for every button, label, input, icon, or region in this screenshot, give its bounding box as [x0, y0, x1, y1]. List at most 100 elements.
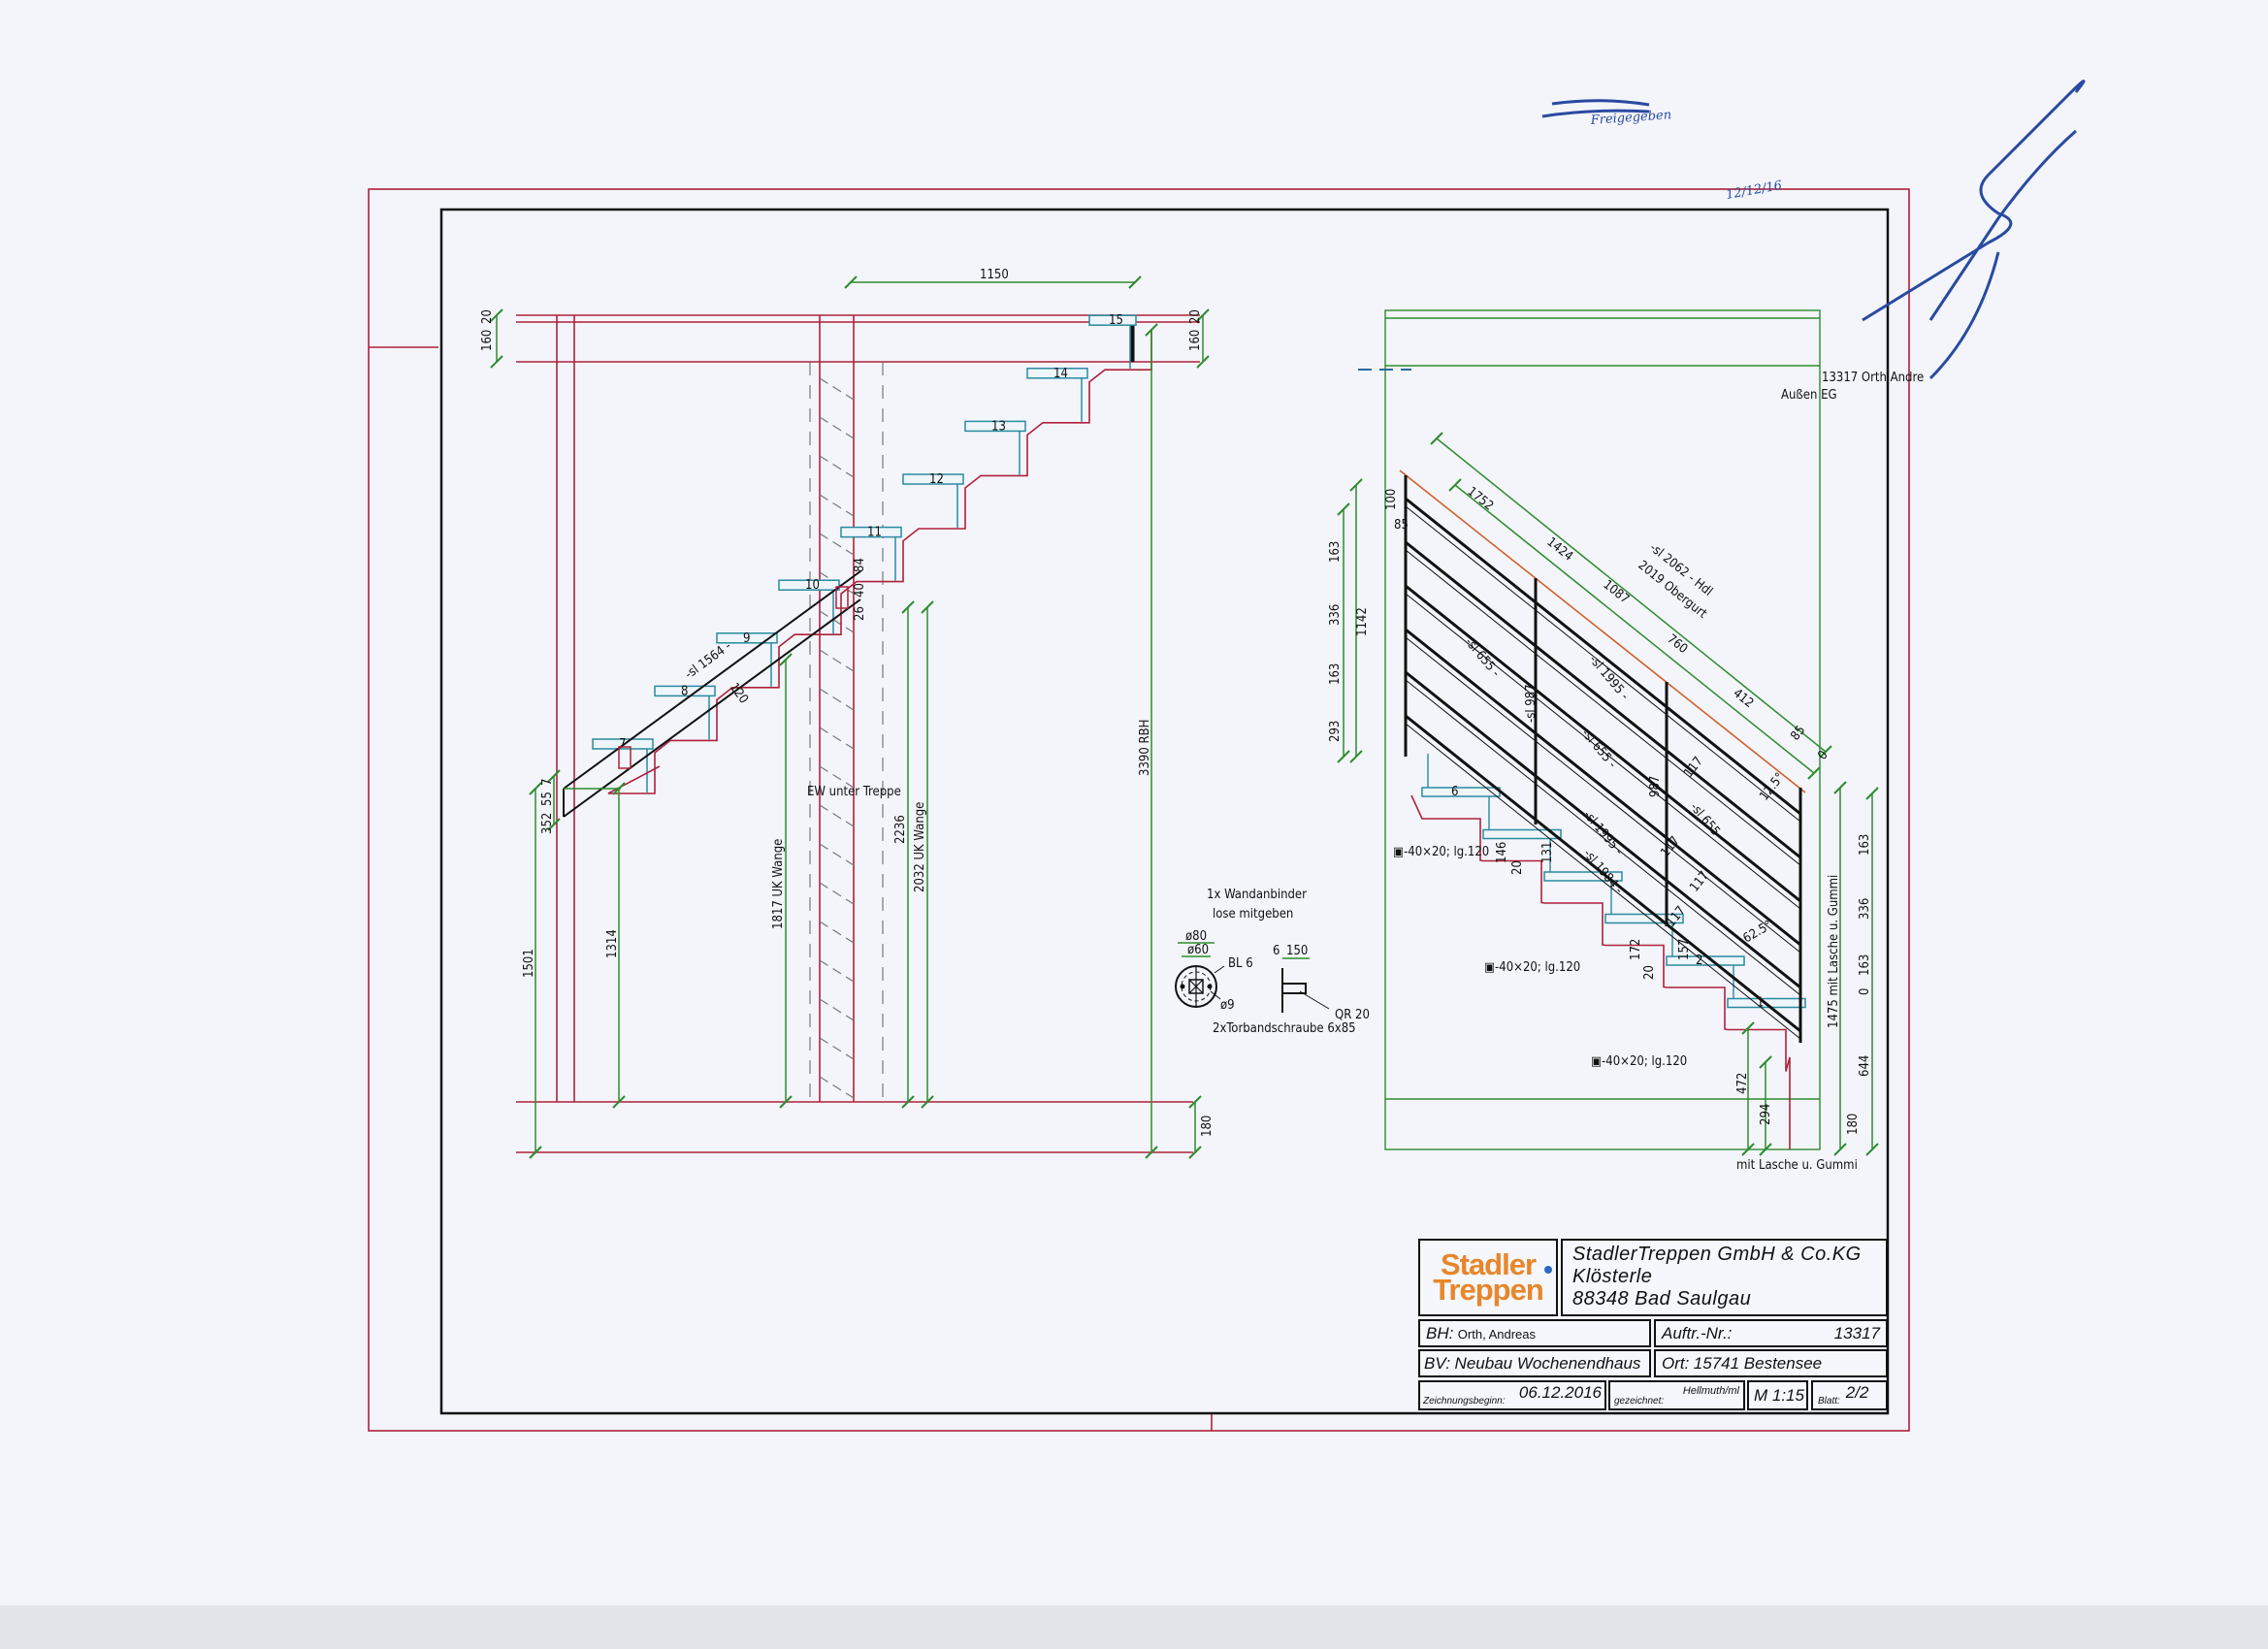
- dim-label: 85: [1788, 723, 1808, 743]
- detail-title: 1x Wandanbinder: [1207, 888, 1307, 902]
- stair-tread: [840, 526, 902, 538]
- step-number: 2: [1696, 954, 1702, 968]
- hatch-line: [819, 843, 855, 866]
- hatch-line: [819, 1037, 855, 1060]
- dim-tick: [844, 275, 858, 289]
- railing-bars: [1405, 497, 1801, 1040]
- dim-label: 7: [540, 779, 555, 786]
- order-number-value: 13317: [1833, 1324, 1880, 1342]
- company-street: Klösterle: [1572, 1266, 1653, 1287]
- stair-tread: [778, 579, 840, 591]
- signature-date: 12/12/16: [1725, 178, 1783, 203]
- client-value: Orth, Andreas: [1457, 1327, 1537, 1342]
- dim-label: 1087: [1601, 577, 1633, 606]
- dim-tick: [779, 653, 793, 666]
- hatch-line: [819, 882, 855, 905]
- dim-label: ø9: [1220, 998, 1235, 1013]
- dim-label: 1752: [1465, 484, 1497, 513]
- dim-tick: [1741, 1143, 1755, 1156]
- step-number: 12: [929, 472, 944, 487]
- logo-dot: [1544, 1266, 1552, 1274]
- hatch-line: [819, 494, 855, 517]
- order-number-field: Auftr.-Nr.: 13317: [1654, 1319, 1888, 1347]
- dim-label: 2236: [893, 815, 908, 844]
- angle-label: 62.5°: [1741, 919, 1775, 947]
- logo-text: Treppen: [1433, 1273, 1544, 1307]
- dim-tick: [921, 1095, 934, 1109]
- stair-tread: [902, 473, 964, 485]
- dim-label: 987: [1648, 776, 1663, 797]
- wall-hatching: [819, 377, 855, 1099]
- step-number: 9: [743, 631, 750, 646]
- hatch-line: [819, 804, 855, 827]
- hatch-line: [819, 610, 855, 633]
- connector-plate-icon: [1175, 965, 1217, 1008]
- dim-label: 85: [1394, 518, 1409, 533]
- hatch-line: [819, 649, 855, 672]
- scale-value: M 1:15: [1754, 1386, 1804, 1405]
- dim-tick: [1448, 478, 1462, 492]
- dim-line-chain: [1454, 484, 1815, 774]
- drawn-by-field: gezeichnet: Hellmuth/ml: [1608, 1380, 1745, 1410]
- railing-bar: [1405, 628, 1801, 947]
- step-number: 11: [867, 526, 882, 540]
- dim-label: 120: [727, 681, 751, 707]
- dim-label: -sl 655 -: [1578, 727, 1619, 771]
- dim-tick: [612, 1095, 626, 1109]
- field-label: Ort:: [1662, 1354, 1690, 1373]
- view-frame: [1384, 309, 1821, 1150]
- company-address: StadlerTreppen GmbH & Co.KG Klösterle 88…: [1561, 1239, 1888, 1316]
- hatch-line: [819, 765, 855, 789]
- railing-bar: [1405, 714, 1801, 1033]
- dim-tick: [1819, 745, 1832, 759]
- dim-tick: [921, 600, 934, 614]
- step-number: 15: [1109, 313, 1123, 328]
- dim-label: 294: [1759, 1104, 1773, 1125]
- dim-label: 3390 RBH: [1138, 720, 1152, 776]
- dim-label: 293: [1328, 721, 1343, 742]
- hatch-line: [819, 455, 855, 478]
- dim-label: 180: [1200, 1116, 1215, 1137]
- dim-label: 55: [540, 792, 555, 806]
- railing-bar-edge: [1405, 636, 1801, 954]
- wall-connector-detail: 1x Wandanbinder lose mitgeben ø80 ø60 BL…: [1175, 888, 1370, 1036]
- dim-tick: [1865, 1143, 1879, 1156]
- drawn-by-value: Hellmuth/ml: [1682, 1385, 1739, 1397]
- step-number: 14: [1053, 367, 1068, 381]
- field-label: Auftr.-Nr.:: [1662, 1324, 1733, 1342]
- right-railing-elevation: 13317 Orth Andre Außen EG 621 -sl 2062 -…: [1328, 309, 1924, 1173]
- dim-tick: [1196, 355, 1210, 369]
- dim-line-handrail: [1436, 437, 1827, 753]
- stair-tread: [654, 685, 716, 697]
- dim-tick: [1145, 323, 1158, 337]
- detail-note: 2xTorbandschraube 6x85: [1213, 1021, 1356, 1036]
- location-note: Außen EG: [1781, 388, 1837, 403]
- dim-label: 150: [1286, 944, 1308, 958]
- dim-tick: [1759, 1055, 1772, 1069]
- railing-bar: [1405, 670, 1801, 989]
- dim-label: 163: [1328, 663, 1343, 685]
- dim-label: 1475 mit Lasche u. Gummi: [1827, 875, 1841, 1028]
- signature-text: Freigegeben: [1589, 108, 1671, 128]
- field-label: BV:: [1424, 1354, 1451, 1373]
- dim-label: 0: [1858, 988, 1872, 995]
- dim-tick: [529, 1146, 542, 1159]
- location-value: 15741 Bestensee: [1693, 1354, 1823, 1373]
- stair-tread: [1543, 871, 1623, 882]
- dim-label: -sl 1564 -: [683, 639, 734, 682]
- dim-tick: [612, 782, 626, 795]
- field-label: gezeichnet:: [1614, 1396, 1665, 1406]
- leader-line: [1299, 990, 1330, 1010]
- dim-tick: [490, 308, 503, 322]
- dim-label: 6: [1273, 944, 1280, 958]
- dim-label: 117: [1681, 755, 1706, 781]
- dim-tick: [1188, 1146, 1202, 1159]
- dim-tick: [1196, 308, 1210, 322]
- step-number: 1: [1757, 996, 1764, 1011]
- dim-label: 1817 UK Wange: [771, 839, 786, 929]
- step-number: 10: [805, 578, 820, 593]
- dim-label: 1142: [1355, 607, 1370, 636]
- stair-tread: [1026, 368, 1088, 379]
- dim-label: 84: [853, 558, 867, 572]
